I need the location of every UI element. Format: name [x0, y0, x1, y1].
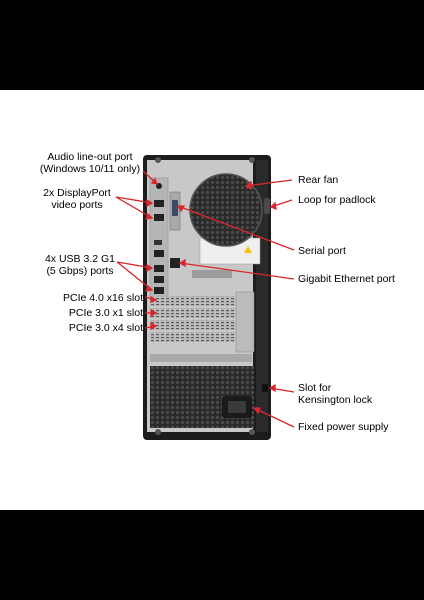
- label-displayport-line2: video ports: [51, 199, 103, 211]
- serial-port: [172, 200, 178, 216]
- kensington-slot: [262, 384, 268, 392]
- usb-ports-top: [154, 265, 164, 272]
- displayport-1: [154, 200, 164, 207]
- label-kensington-line2: Kensington lock: [298, 394, 373, 406]
- displayport-2: [154, 214, 164, 221]
- label-rear-fan: Rear fan: [298, 174, 339, 186]
- label-displayport-line1: 2x DisplayPort: [43, 187, 111, 199]
- label-usb-line2: (5 Gbps) ports: [46, 265, 114, 277]
- label-kensington-line1: Slot for: [298, 382, 332, 394]
- label-pcie-x16: PCIe 4.0 x16 slot: [63, 292, 143, 304]
- io-panel: [149, 177, 261, 299]
- label-audio-line2: (Windows 10/11 only): [39, 163, 141, 175]
- ethernet-port: [170, 258, 180, 268]
- power-supply: [150, 366, 254, 428]
- label-ethernet: Gigabit Ethernet port: [298, 273, 395, 285]
- label-power: Fixed power supply: [298, 421, 389, 433]
- pcie-slots: [150, 291, 255, 362]
- label-usb-line1: 4x USB 3.2 G1: [44, 253, 116, 265]
- label-padlock: Loop for padlock: [298, 194, 376, 206]
- callout-arrows: [115, 170, 295, 428]
- usb-ports-bottom: [154, 287, 164, 294]
- label-pcie-x4: PCIe 3.0 x4 slot: [68, 322, 143, 334]
- label-audio-line1: Audio line-out port: [47, 151, 133, 163]
- label-pcie-x1: PCIe 3.0 x1 slot: [68, 307, 143, 319]
- padlock-loop: [264, 198, 270, 214]
- label-serial: Serial port: [298, 245, 346, 257]
